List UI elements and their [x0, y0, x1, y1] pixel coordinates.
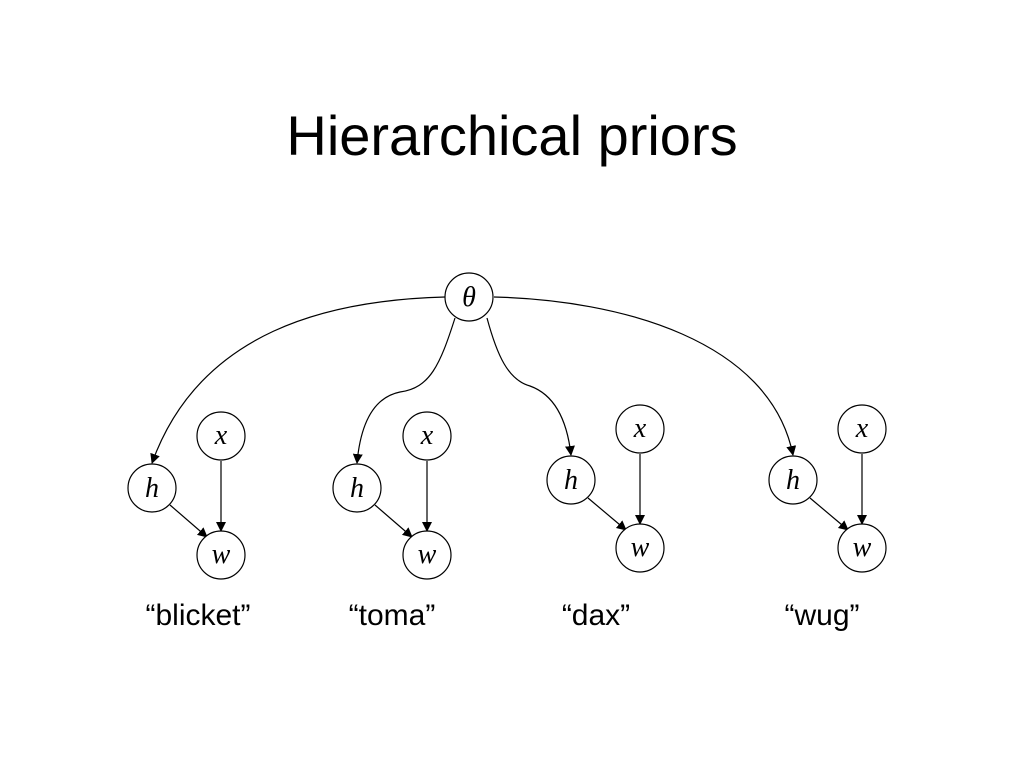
w-node-1: w: [196, 530, 246, 580]
x-label-4: x: [855, 413, 869, 444]
theta-label: θ: [462, 282, 476, 313]
slide-title: Hierarchical priors: [286, 104, 738, 167]
edge-h-to-w-2: [374, 504, 413, 538]
h-label-2: h: [350, 473, 364, 504]
edge-theta-to-h-3: [486, 317, 575, 456]
h-node-2: h: [332, 463, 382, 513]
word-caption-wug: “wug”: [784, 599, 860, 632]
x-node-1: x: [196, 411, 246, 461]
h-label-3: h: [564, 465, 578, 496]
w-label-4: w: [853, 532, 872, 563]
w-label-2: w: [418, 539, 437, 570]
w-node-2: w: [402, 530, 452, 580]
edge-h-to-w-1: [169, 504, 208, 538]
edge-theta-to-h-4: [493, 296, 797, 456]
x-label-3: x: [633, 413, 647, 444]
w-label-3: w: [631, 532, 650, 563]
h-node-4: h: [768, 455, 818, 505]
w-node-4: w: [837, 523, 887, 573]
h-label-1: h: [145, 473, 159, 504]
theta-node: θ: [444, 272, 494, 322]
x-node-4: x: [837, 404, 887, 454]
edge-h-to-w-4: [809, 497, 849, 531]
word-caption-toma: “toma”: [348, 599, 436, 632]
x-label-1: x: [214, 420, 228, 451]
edge-theta-to-h-2: [352, 317, 456, 464]
x-node-2: x: [402, 411, 452, 461]
x-label-2: x: [420, 420, 434, 451]
w-label-1: w: [212, 539, 231, 570]
x-node-3: x: [615, 404, 665, 454]
w-node-3: w: [615, 523, 665, 573]
h-node-1: h: [127, 463, 177, 513]
h-node-3: h: [546, 455, 596, 505]
edge-theta-to-h-1: [150, 296, 446, 464]
h-label-4: h: [786, 465, 800, 496]
edge-h-to-w-3: [587, 497, 627, 531]
word-caption-blicket: “blicket”: [145, 599, 251, 632]
word-caption-dax: “dax”: [561, 599, 631, 632]
